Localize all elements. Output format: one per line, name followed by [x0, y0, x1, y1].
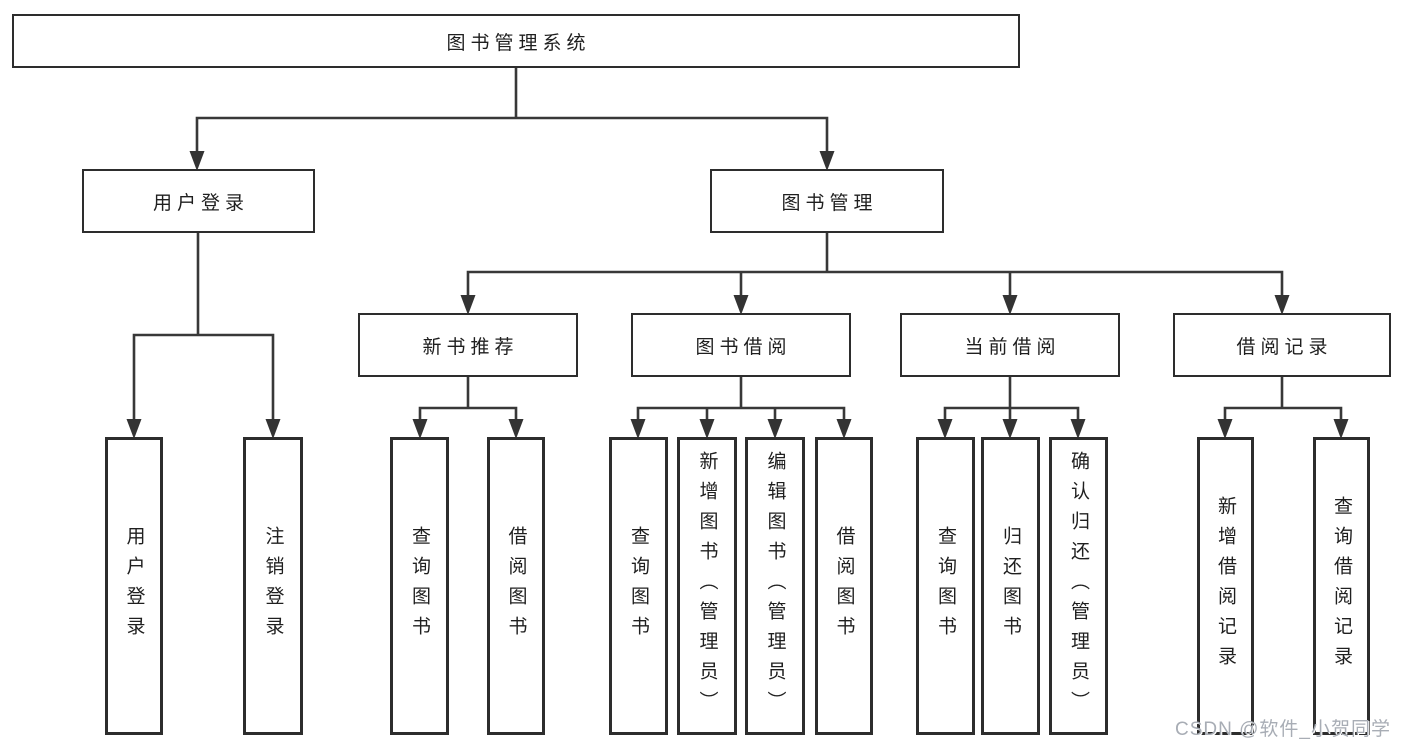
node-book-management-label: 图书管理 — [781, 192, 878, 214]
leaf-user-login-label: 用户登录 — [123, 526, 145, 646]
node-new-book-recommend-label: 新书推荐 — [422, 336, 519, 358]
node-library-system-label: 图书管理系统 — [446, 32, 591, 54]
leaf-records-query-label: 查询借阅记录 — [1331, 496, 1352, 676]
node-current-borrow-label: 当前借阅 — [964, 336, 1061, 358]
leaf-newbook-query-label: 查询图书 — [409, 526, 430, 646]
leaf-newbook-borrow-label: 借阅图书 — [505, 526, 527, 646]
leaf-borrow-add-admin-label: 新增图书（管理员） — [696, 451, 718, 721]
leaf-current-query-label: 查询图书 — [935, 526, 956, 646]
node-library-system: 图书管理系统 — [12, 14, 1020, 68]
leaf-newbook-borrow: 借阅图书 — [487, 437, 545, 735]
leaf-borrow-edit-admin: 编辑图书（管理员） — [745, 437, 805, 735]
leaf-current-confirm-admin: 确认归还（管理员） — [1049, 437, 1108, 735]
leaf-borrow-query-label: 查询图书 — [628, 526, 649, 646]
leaf-records-add-label: 新增借阅记录 — [1215, 496, 1236, 676]
leaf-borrow-query: 查询图书 — [609, 437, 668, 735]
connector-current-bracket — [943, 406, 1080, 425]
leaf-user-login: 用户登录 — [105, 437, 163, 735]
leaf-current-return-label: 归还图书 — [1000, 526, 1021, 646]
leaf-borrow-borrow: 借阅图书 — [815, 437, 873, 735]
connector-newbook-bracket — [418, 406, 518, 425]
arrowheads — [126, 151, 1349, 439]
leaf-logout: 注销登录 — [243, 437, 303, 735]
node-book-management: 图书管理 — [710, 169, 944, 233]
node-user-login: 用户登录 — [82, 169, 315, 233]
csdn-watermark: CSDN @软件_小贺同学 — [1175, 719, 1391, 740]
leaf-current-return: 归还图书 — [981, 437, 1040, 735]
node-current-borrow: 当前借阅 — [900, 313, 1120, 377]
node-book-borrow-label: 图书借阅 — [695, 336, 792, 358]
node-book-borrow: 图书借阅 — [631, 313, 851, 377]
leaf-borrow-edit-admin-label: 编辑图书（管理员） — [764, 451, 786, 721]
node-borrow-records: 借阅记录 — [1173, 313, 1391, 377]
leaf-current-query: 查询图书 — [916, 437, 975, 735]
node-borrow-records-label: 借阅记录 — [1236, 336, 1333, 358]
leaf-records-add: 新增借阅记录 — [1197, 437, 1254, 735]
connector-records-bracket — [1223, 406, 1343, 425]
leaf-records-query: 查询借阅记录 — [1313, 437, 1370, 735]
leaf-logout-label: 注销登录 — [262, 526, 284, 646]
leaf-current-confirm-admin-label: 确认归还（管理员） — [1068, 451, 1089, 721]
connector-level2-bracket — [195, 116, 829, 154]
leaf-borrow-borrow-label: 借阅图书 — [833, 526, 855, 646]
node-user-login-label: 用户登录 — [152, 192, 249, 214]
node-new-book-recommend: 新书推荐 — [358, 313, 578, 377]
connector-login-bracket — [132, 333, 275, 425]
connector-borrow-bracket — [636, 406, 846, 425]
connector-level3-bracket — [466, 270, 1284, 299]
leaf-borrow-add-admin: 新增图书（管理员） — [677, 437, 737, 735]
leaf-newbook-query: 查询图书 — [390, 437, 449, 735]
